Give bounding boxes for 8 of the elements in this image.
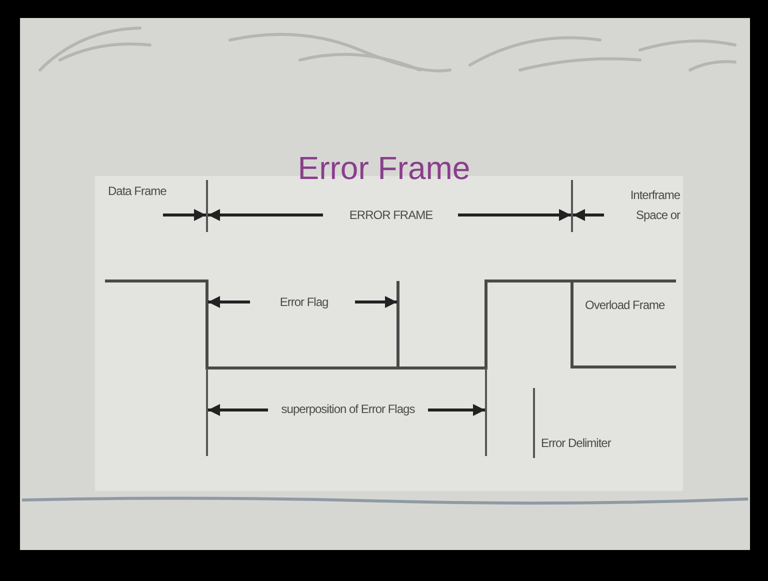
diagram-label: Error Flag: [278, 294, 330, 311]
diagram-label: Interframe Space or: [629, 187, 680, 224]
diagram-label: Data Frame: [108, 183, 168, 200]
diagram-label: superposition of Error Flags: [280, 401, 416, 418]
diagram-label: Error Delimiter: [541, 435, 612, 452]
diagram-label: Overload Frame: [585, 297, 665, 314]
diagram-label: ERROR FRAME: [348, 207, 434, 224]
title: Error Frame: [296, 149, 472, 188]
